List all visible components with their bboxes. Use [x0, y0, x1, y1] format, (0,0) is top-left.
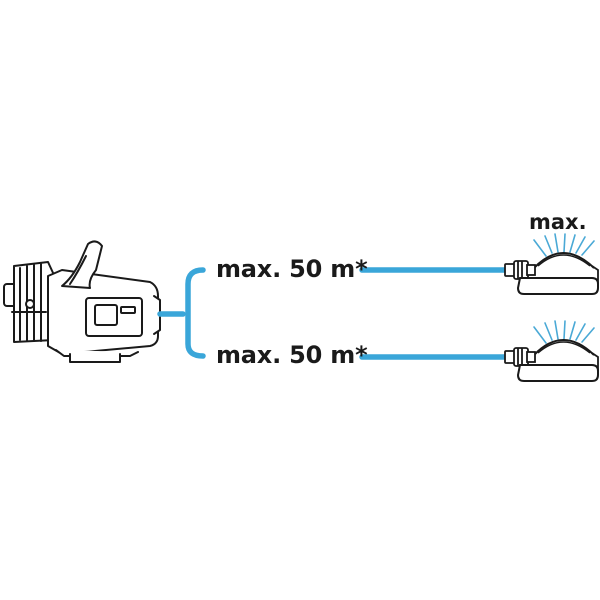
oscillating-sprinkler-icon [504, 233, 599, 295]
hose-length-label-bottom: max. 50 m* [216, 341, 368, 369]
hose-lines [157, 267, 508, 360]
spray-fan-icon [533, 233, 595, 257]
hose-branch-fork [185, 267, 206, 359]
sprinkler-max-label: max. [529, 210, 587, 234]
oscillating-sprinkler-icon [504, 320, 599, 382]
garden-pump-icon [3, 240, 161, 363]
spray-fan-icon [533, 320, 595, 344]
hose-length-label-top: max. 50 m* [216, 255, 368, 283]
